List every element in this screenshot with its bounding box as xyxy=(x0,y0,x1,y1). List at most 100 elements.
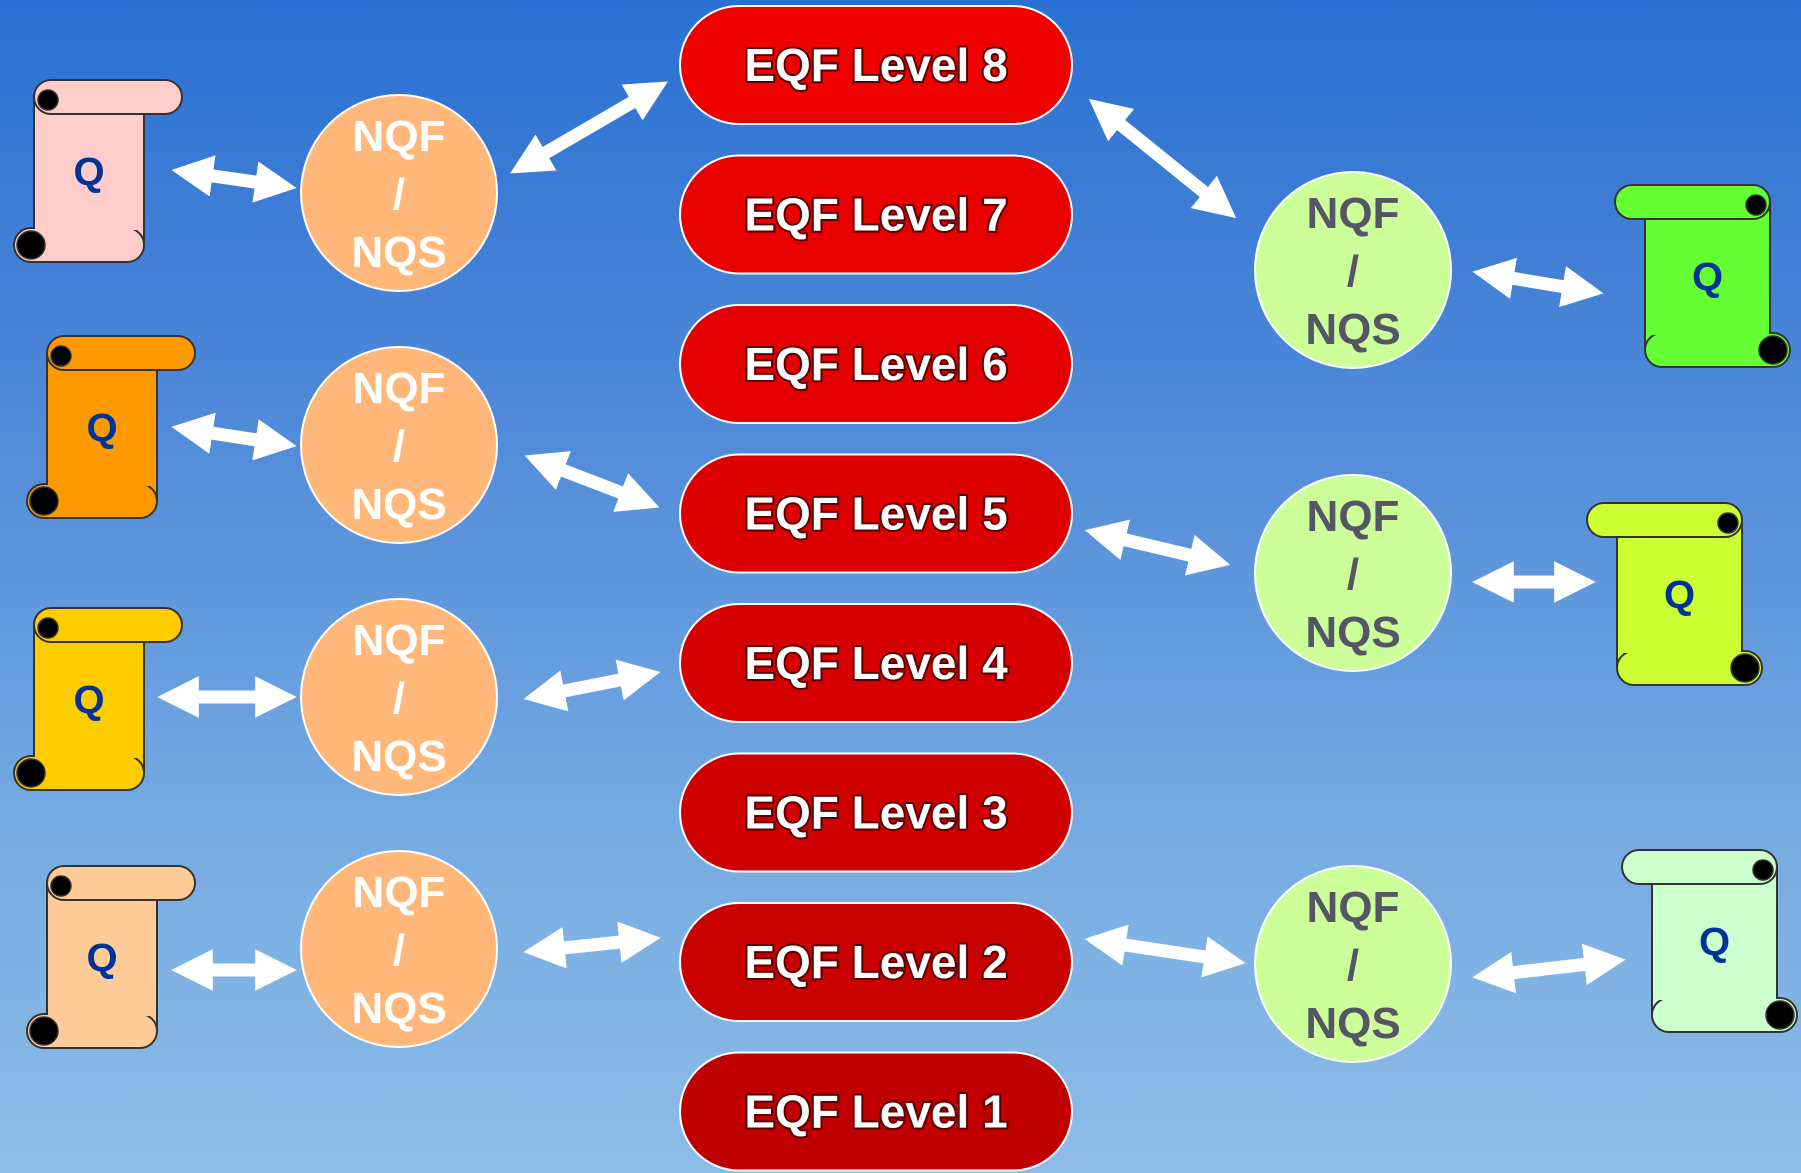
scroll-curl xyxy=(37,617,59,639)
scroll-curl xyxy=(29,486,59,516)
left-nqf-node-4: NQF/NQS xyxy=(300,850,498,1048)
eqf-level-label: EQF Level 4 xyxy=(744,637,1008,689)
nqf-label-line1: NQF xyxy=(353,868,446,917)
nqf-nodes: NQF/NQSNQF/NQSNQF/NQSNQF/NQSNQF/NQSNQF/N… xyxy=(300,94,1452,1063)
scroll-fill xyxy=(1618,633,1741,653)
nqf-label-line2: / xyxy=(1347,941,1359,990)
eqf-level-7: EQF Level 7 xyxy=(679,154,1073,275)
q-label: Q xyxy=(86,406,117,450)
right-q-scroll-1: Q xyxy=(1614,184,1791,368)
right-nqf-node-2: NQF/NQS xyxy=(1254,474,1452,672)
eqf-level-5: EQF Level 5 xyxy=(679,453,1073,574)
eqf-level-8: EQF Level 8 xyxy=(679,5,1073,125)
nqf-label-line1: NQF xyxy=(1307,492,1400,541)
scroll-curl xyxy=(1745,194,1767,216)
nqf-circle xyxy=(300,94,498,292)
right-nqf-node-1: NQF / NQS xyxy=(1254,171,1452,369)
scroll-curl xyxy=(1717,512,1739,534)
eqf-levels: EQF Level 8 EQF Level 7 EQF Level 6 EQF Lev… xyxy=(679,5,1073,1172)
eqf-pill xyxy=(679,5,1073,125)
left-q-scroll-4: Q xyxy=(26,865,196,1049)
nqf-label-line3: NQS xyxy=(1305,999,1400,1048)
scroll-fill xyxy=(1646,315,1769,335)
eqf-pill xyxy=(679,453,1073,574)
right-q-scroll-3: Q xyxy=(1621,849,1798,1033)
scroll-top-roll xyxy=(1621,849,1778,885)
eqf-pill xyxy=(679,902,1073,1022)
scroll-curl xyxy=(1765,1000,1795,1030)
eqf-pill xyxy=(679,154,1073,275)
scroll-curl xyxy=(50,345,72,367)
arrow-left-nqf1-eqf8 xyxy=(510,81,668,174)
left-nqf-node-2: NQF / NQS xyxy=(300,346,498,544)
left-nqf-node-3: NQF / NQS xyxy=(300,598,498,796)
nqf-circle xyxy=(300,598,498,796)
nqf-label-line3: NQS xyxy=(351,480,446,529)
right-q-scroll-2: Q xyxy=(1586,502,1763,686)
nqf-label-line2: / xyxy=(1347,247,1359,296)
nqf-label-line3: NQS xyxy=(1305,305,1400,354)
q-label: Q xyxy=(1699,920,1730,964)
nqf-label-line2: / xyxy=(393,170,405,219)
scroll-curl xyxy=(29,1016,59,1046)
scroll-curl xyxy=(1752,859,1774,881)
arrows-layer xyxy=(157,81,1626,994)
eqf-level-label: EQF Level 3 xyxy=(744,787,1007,839)
right-nqf-node-3: NQF / NQS xyxy=(1254,865,1452,1063)
left-q-scroll-1: Q xyxy=(13,79,183,263)
scroll-fill xyxy=(35,738,143,758)
nqf-circle xyxy=(1254,474,1452,672)
arrow-right-nqf1-q xyxy=(1472,257,1604,308)
arrow-left-q1-nqf xyxy=(171,155,297,203)
arrow-eqf5-right-nqf2 xyxy=(1084,519,1231,576)
nqf-label-line2: / xyxy=(393,422,405,471)
eqf-level-label: EQF Level 8 xyxy=(744,39,1007,91)
scroll-top-roll xyxy=(33,607,183,643)
eqf-level-label: EQF Level 6 xyxy=(744,338,1007,390)
scroll-top-roll xyxy=(33,79,183,115)
arrow-right-nqf3-q xyxy=(1472,943,1626,994)
eqf-pill xyxy=(679,1051,1073,1172)
nqf-label-line1: NQF xyxy=(1307,189,1400,238)
left-nqf-node-1: NQF/NQS xyxy=(300,94,498,292)
eqf-level-1: EQF Level 1 xyxy=(679,1051,1073,1172)
arrow-left-nqf3-eqf4 xyxy=(523,659,661,712)
scroll-fill xyxy=(48,466,156,486)
scroll-top-roll xyxy=(46,335,196,371)
q-label: Q xyxy=(73,150,104,194)
eqf-level-label: EQF Level 5 xyxy=(744,488,1007,540)
scroll-curl xyxy=(37,89,59,111)
eqf-pill xyxy=(679,603,1073,723)
eqf-level-2: EQF Level 2 xyxy=(679,902,1073,1022)
nqf-circle xyxy=(1254,865,1452,1063)
arrow-eqf8-right-nqf1 xyxy=(1088,98,1237,219)
eqf-pill xyxy=(679,304,1073,424)
scroll-top-roll xyxy=(46,865,196,901)
nqf-label-line2: / xyxy=(1347,550,1359,599)
scroll-curl xyxy=(1758,335,1788,365)
eqf-level-4: EQF Level 4 xyxy=(679,603,1073,723)
left-q-scroll-2: Q xyxy=(26,335,196,519)
nqf-label-line1: NQF xyxy=(353,364,446,413)
q-label: Q xyxy=(1692,255,1723,299)
eqf-level-label: EQF Level 7 xyxy=(744,189,1007,241)
nqf-circle xyxy=(300,850,498,1048)
nqf-label-line1: NQF xyxy=(1307,883,1400,932)
scroll-fill xyxy=(48,996,156,1016)
nqf-label-line2: / xyxy=(393,926,405,975)
nqf-label-line3: NQS xyxy=(351,732,446,781)
nqf-label-line1: NQF xyxy=(353,616,446,665)
scroll-fill xyxy=(35,210,143,230)
scroll-curl xyxy=(50,875,72,897)
eqf-level-label: EQF Level 2 xyxy=(744,936,1007,988)
q-label: Q xyxy=(86,936,117,980)
arrow-left-nqf2-eqf5 xyxy=(524,451,660,512)
nqf-label-line3: NQS xyxy=(351,228,446,277)
nqf-label-line2: / xyxy=(393,674,405,723)
scroll-curl xyxy=(16,230,46,260)
arrow-eqf2-right-nqf3 xyxy=(1084,924,1246,978)
arrow-left-q2-nqf xyxy=(171,412,297,461)
